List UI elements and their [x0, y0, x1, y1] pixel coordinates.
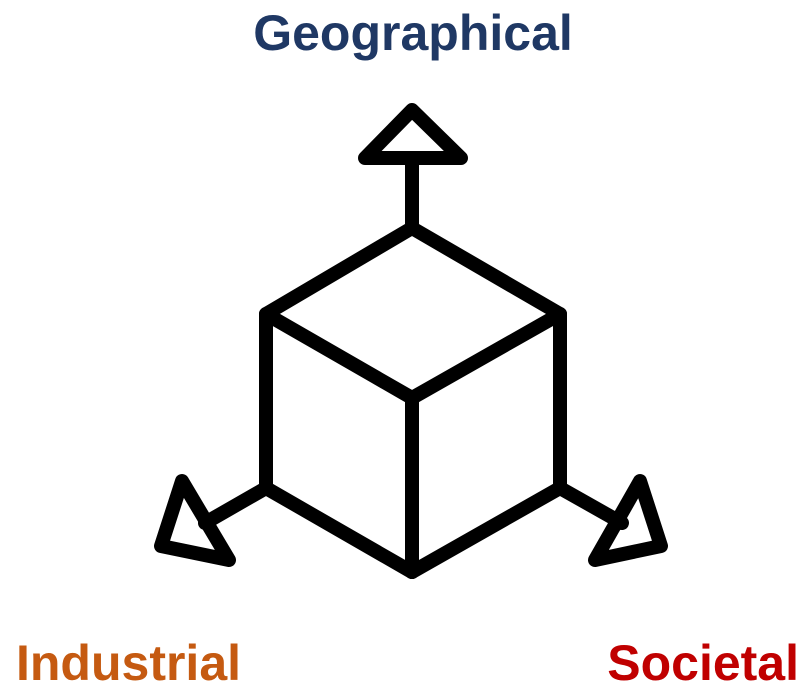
geographical-label: Geographical [253, 5, 573, 61]
down-left-arrow-icon [154, 474, 273, 567]
industrial-label: Industrial [16, 635, 242, 691]
cube-icon [259, 221, 567, 579]
societal-label: Societal [607, 635, 799, 691]
up-arrow-icon [358, 103, 468, 235]
down-right-arrow-icon [553, 474, 668, 567]
cube-top-face [259, 221, 567, 405]
